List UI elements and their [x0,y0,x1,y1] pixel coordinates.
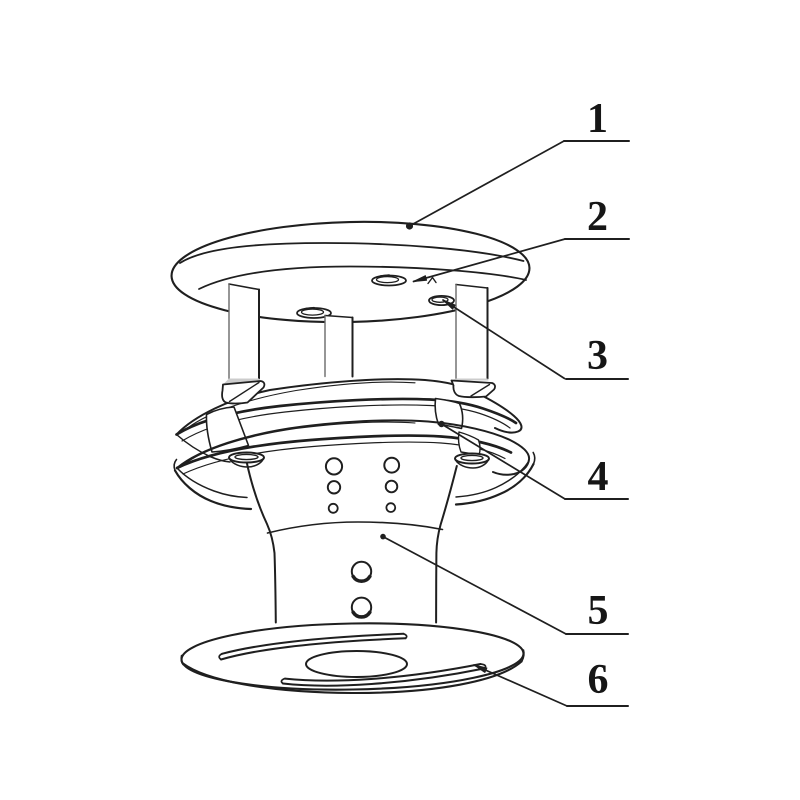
svg-text:1: 1 [587,96,608,142]
svg-text:3: 3 [587,333,608,379]
svg-text:4: 4 [588,454,609,500]
svg-text:2: 2 [587,194,608,240]
svg-text:6: 6 [588,657,609,703]
svg-text:5: 5 [588,588,609,634]
